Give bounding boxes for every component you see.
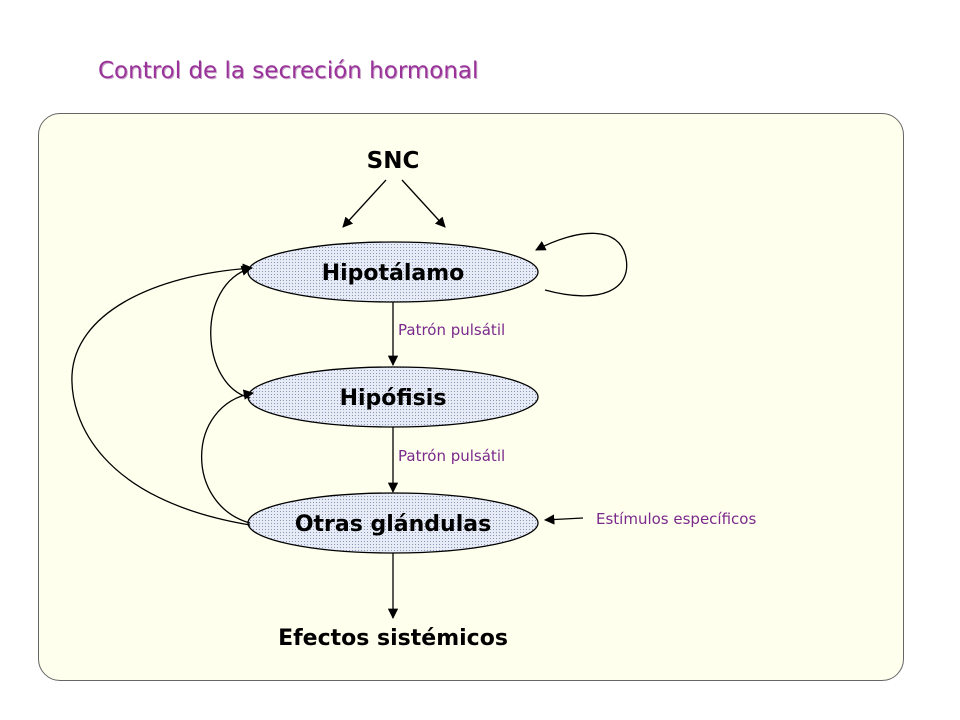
snc-arrow-left	[342, 179, 387, 228]
hipofisis-label: Hipófisis	[340, 386, 447, 411]
efectos-sistemicos-label: Efectos sistémicos	[278, 626, 508, 651]
snc-label: SNC	[367, 148, 420, 174]
estimulos-label: Estímulos específicos	[596, 510, 756, 528]
edge-label-pulsatil-1: Patrón pulsátil	[398, 321, 505, 339]
estimulos-arrow	[543, 514, 584, 525]
otras-glandulas-label: Otras glándulas	[295, 512, 491, 537]
slide-title: Control de la secreción hormonal	[98, 58, 479, 84]
feedback-otras-hipofisis	[200, 389, 255, 524]
snc-arrow-right	[401, 179, 446, 228]
hipotalamo-self-loop	[535, 232, 628, 297]
feedback-otras-hipotalamo	[71, 263, 254, 526]
hipotalamo-label: Hipotálamo	[322, 261, 465, 286]
feedback-hipofisis-hipotalamo	[210, 265, 252, 399]
edge-label-pulsatil-2: Patrón pulsátil	[398, 447, 505, 465]
